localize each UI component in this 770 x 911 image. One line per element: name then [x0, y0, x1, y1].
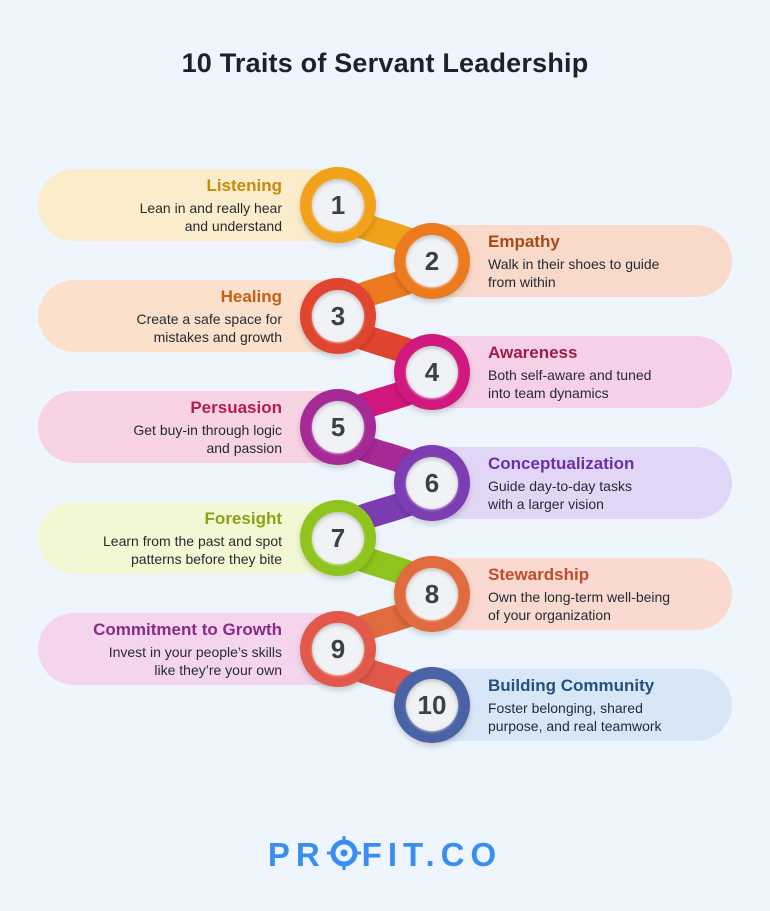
trait-description: Lean in and really hear and understand: [58, 199, 282, 235]
trait-description-line2: and passion: [206, 440, 282, 456]
trait-description-line1: Own the long-term well-being: [488, 589, 671, 605]
trait-description: Both self-aware and tuned into team dynam…: [488, 366, 712, 402]
number-badge-1: 1: [300, 167, 376, 243]
trait-description-line2: like they’re your own: [154, 662, 282, 678]
number-badge-6: 6: [394, 445, 470, 521]
trait-description-line2: of your organization: [488, 607, 611, 623]
number-badge-2: 2: [394, 223, 470, 299]
page-title: 10 Traits of Servant Leadership: [181, 48, 589, 78]
badge-number: 10: [406, 679, 458, 731]
trait-description-line1: Lean in and really hear: [139, 200, 282, 216]
badge-number: 8: [406, 568, 458, 620]
logo-text-prefix: PR: [267, 836, 326, 873]
number-badge-7: 7: [300, 500, 376, 576]
number-badge-4: 4: [394, 334, 470, 410]
number-badge-8: 8: [394, 556, 470, 632]
trait-description-line1: Walk in their shoes to guide: [488, 256, 660, 272]
trait-description: Create a safe space for mistakes and grow…: [58, 310, 282, 346]
trait-description: Guide day-to-day tasks with a larger visi…: [488, 477, 712, 513]
badge-number: 6: [406, 457, 458, 509]
trait-name: Empathy: [488, 232, 560, 251]
trait-name: Listening: [206, 176, 282, 195]
trait-name: Stewardship: [488, 565, 590, 584]
trait-description-line1: Invest in your people’s skills: [108, 644, 282, 660]
trait-description: Foster belonging, shared purpose, and rea…: [488, 699, 712, 735]
trait-description-line2: and understand: [184, 218, 282, 234]
trait-description-line1: Foster belonging, shared: [488, 700, 643, 716]
trait-description-line1: Guide day-to-day tasks: [488, 478, 632, 494]
trait-description: Invest in your people’s skills like they’…: [58, 643, 282, 679]
trait-name: Healing: [220, 287, 282, 306]
trait-name: Building Community: [488, 676, 655, 695]
number-badge-10: 10: [394, 667, 470, 743]
trait-description-line2: with a larger vision: [488, 496, 604, 512]
logo-text-suffix: FIT.CO: [361, 836, 503, 873]
trait-description: Get buy-in through logic and passion: [58, 421, 282, 457]
badge-number: 2: [406, 235, 458, 287]
profit-co-logo: PR FIT.CO: [0, 836, 770, 874]
crosshair-o-icon: [326, 836, 361, 870]
badge-number: 7: [312, 512, 364, 564]
trait-description-line1: Learn from the past and spot: [103, 533, 282, 549]
trait-description: Walk in their shoes to guide from within: [488, 255, 712, 291]
number-badge-9: 9: [300, 611, 376, 687]
trait-name: Conceptualization: [488, 454, 635, 473]
trait-description-line2: into team dynamics: [488, 385, 609, 401]
trait-name: Commitment to Growth: [93, 620, 282, 639]
badge-number: 5: [312, 401, 364, 453]
trait-description: Own the long-term well-being of your orga…: [488, 588, 712, 624]
trait-description-line2: from within: [488, 274, 556, 290]
trait-description-line1: Both self-aware and tuned: [488, 367, 652, 383]
trait-description-line2: purpose, and real teamwork: [488, 718, 662, 734]
number-badge-5: 5: [300, 389, 376, 465]
trait-name: Foresight: [204, 509, 282, 528]
trait-description-line2: patterns before they bite: [131, 551, 282, 567]
trait-description-line2: mistakes and growth: [153, 329, 282, 345]
badge-number: 1: [312, 179, 364, 231]
badge-number: 9: [312, 623, 364, 675]
trait-description-line1: Get buy-in through logic: [133, 422, 282, 438]
badge-number: 3: [312, 290, 364, 342]
trait-description: Learn from the past and spot patterns bef…: [58, 532, 282, 568]
badge-number: 4: [406, 346, 458, 398]
number-badge-3: 3: [300, 278, 376, 354]
trait-name: Persuasion: [190, 398, 282, 417]
trait-description-line1: Create a safe space for: [136, 311, 282, 327]
trait-name: Awareness: [488, 343, 578, 362]
